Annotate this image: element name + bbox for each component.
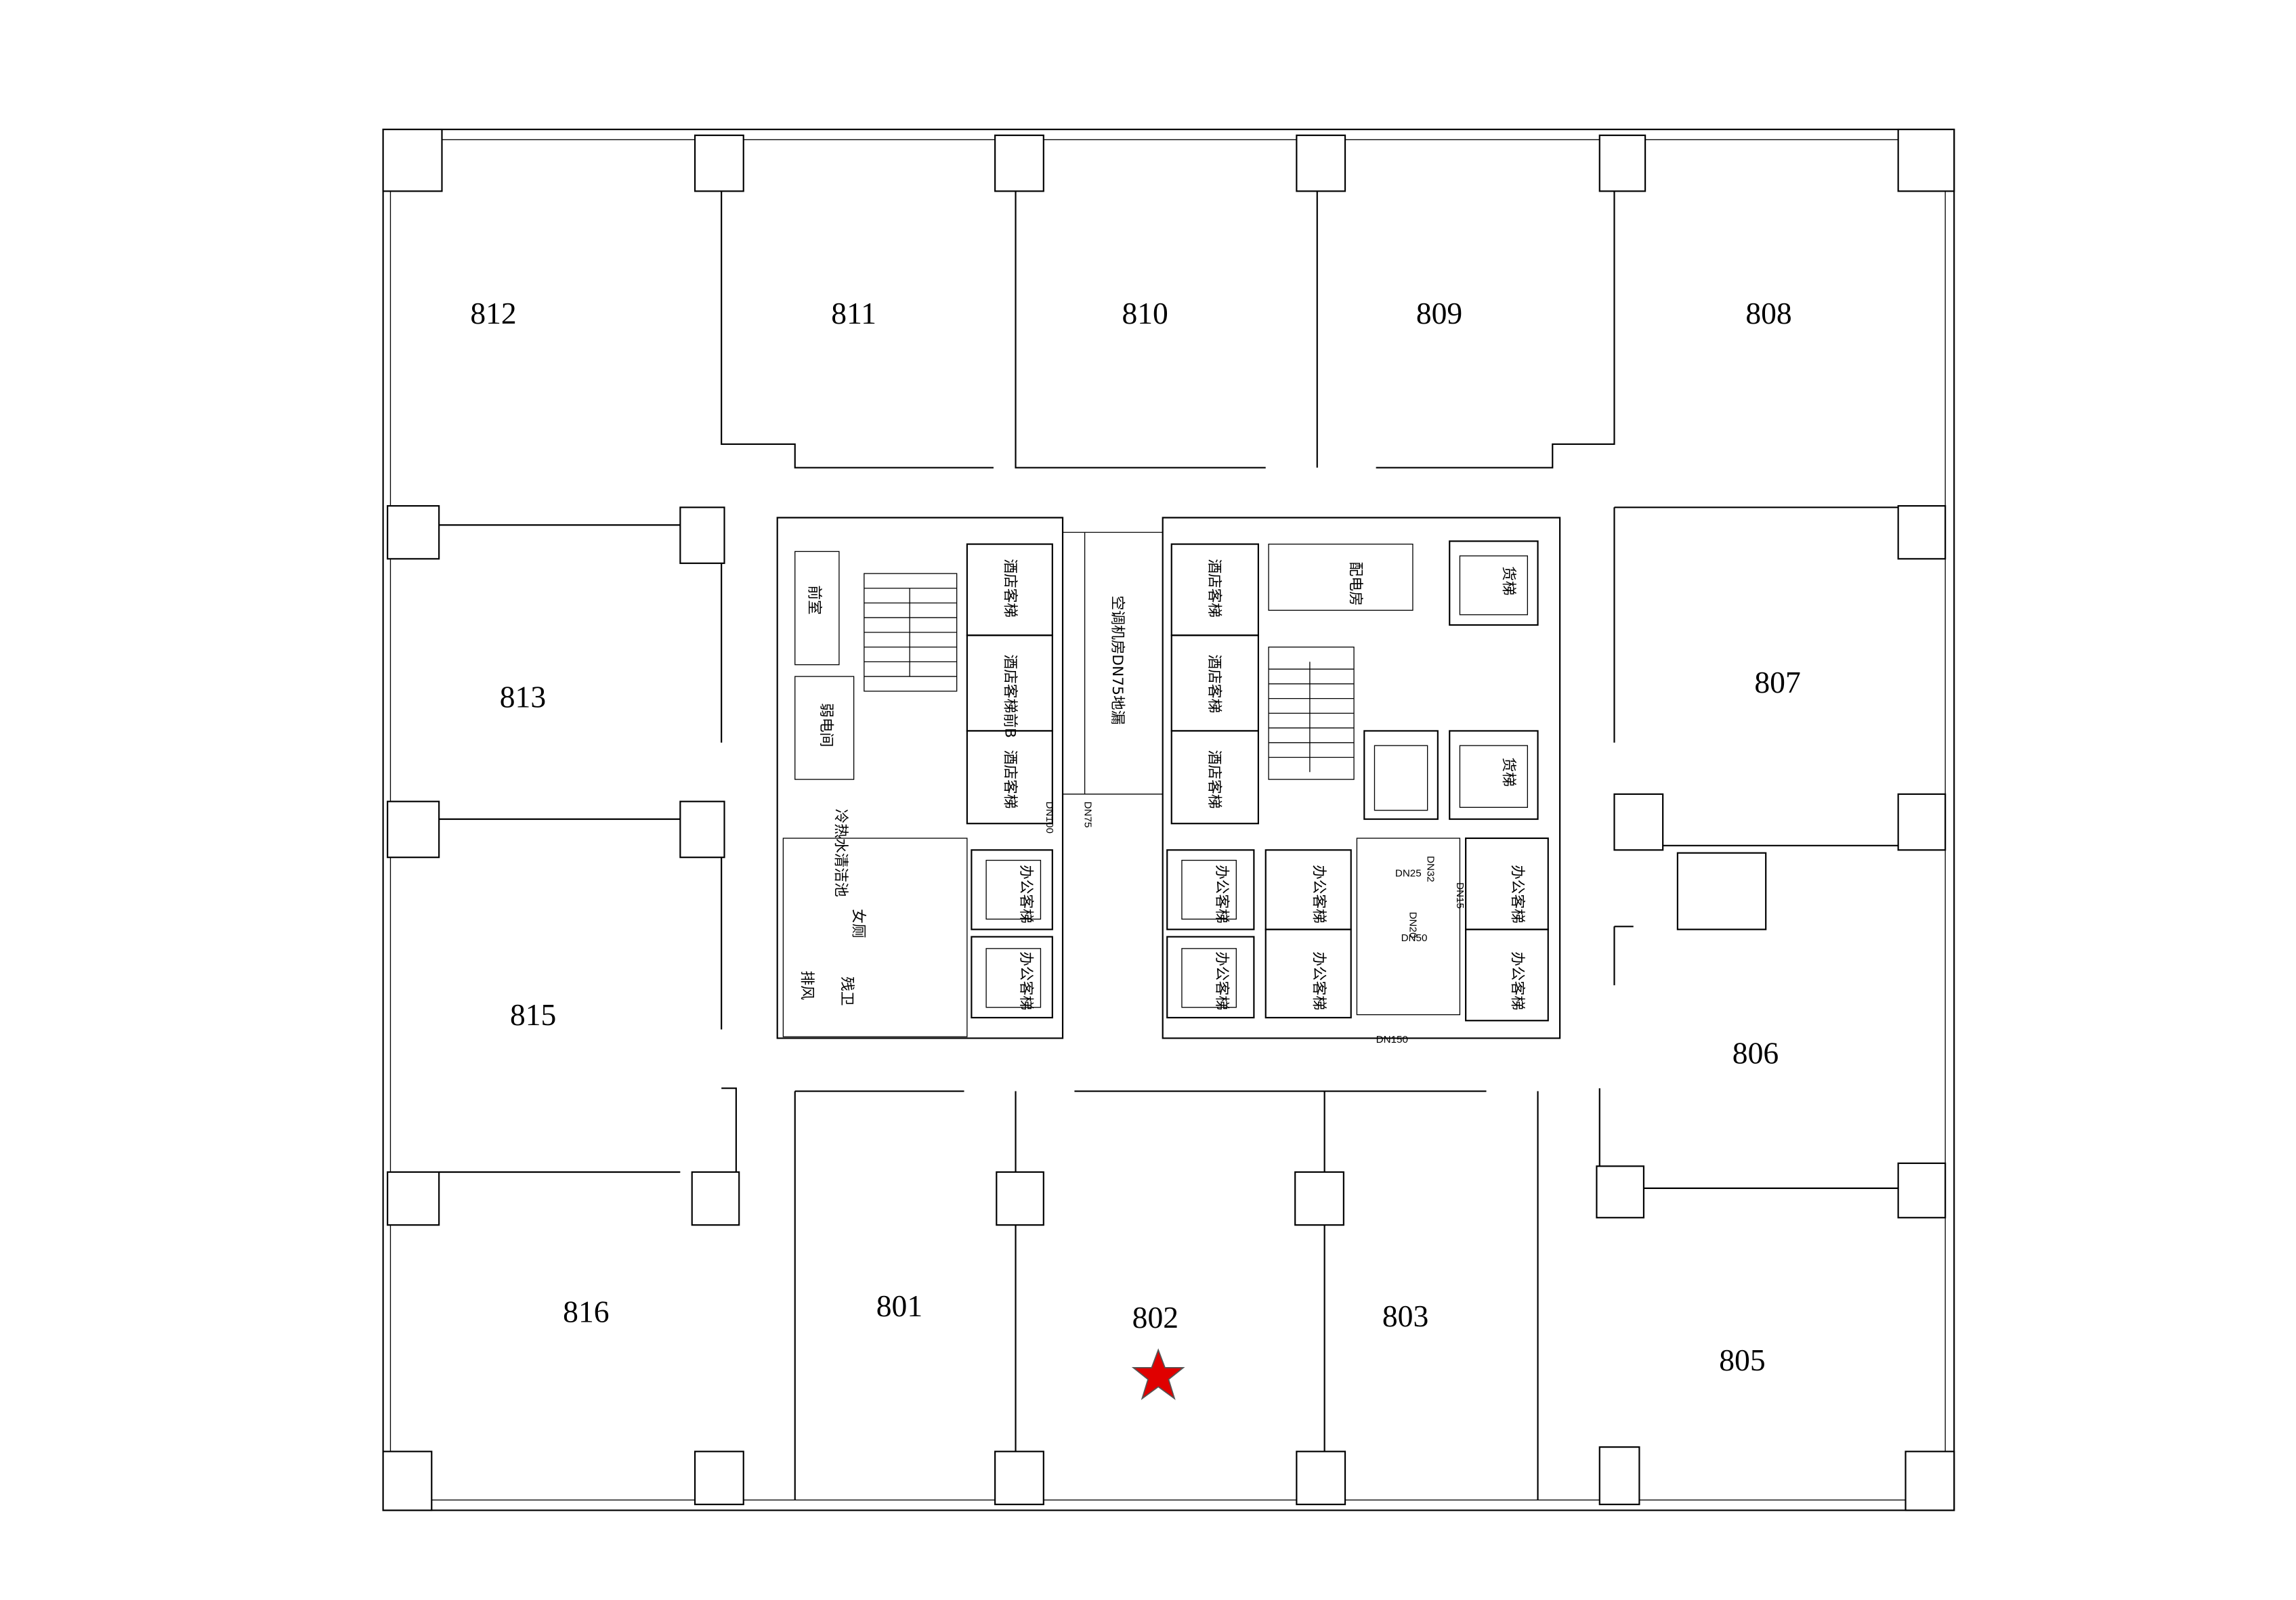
room-809: 809 — [1416, 296, 1462, 330]
label-weak-current: 弱电间 — [817, 703, 834, 747]
label-hotel-lift: 酒店客梯 — [1206, 750, 1223, 809]
label-office-lift: 办公客梯 — [1509, 951, 1526, 1010]
label-hotel-lift: 酒店客梯 — [1001, 750, 1018, 809]
label-office-lift: 办公客梯 — [1310, 865, 1327, 924]
label-office-lift: 办公客梯 — [1213, 865, 1230, 924]
pipe-label: DN75 — [1082, 802, 1094, 828]
pipe-labels: DN100 DN75 DN150 DN25 DN50 DN20 DN32 DN1… — [1044, 802, 1466, 1045]
label-office-lift: 办公客梯 — [1017, 865, 1034, 924]
label-office-lift: 办公客梯 — [1213, 951, 1230, 1010]
office-lifts — [971, 837, 1549, 1022]
label-freight-lift: 货梯 — [1500, 758, 1517, 787]
room-816: 816 — [563, 1295, 609, 1329]
pipe-label: DN32 — [1425, 856, 1437, 882]
outer-wall — [382, 129, 1955, 1511]
pipe-label: DN20 — [1407, 912, 1419, 938]
pipe-label: DN150 — [1376, 1034, 1408, 1045]
stairs — [864, 573, 1355, 780]
room-805: 805 — [1719, 1343, 1765, 1377]
room-807: 807 — [1754, 665, 1800, 699]
label-exhaust: 排风 — [799, 970, 815, 1000]
pipe-label: DN15 — [1454, 882, 1466, 909]
core-labels: 前室 弱电间 酒店客梯 酒店客梯前B 酒店客梯 酒店客梯 酒店客梯 酒店客梯 空… — [799, 559, 1526, 1010]
label-hotel-lift: 酒店客梯 — [1206, 654, 1223, 713]
room-803: 803 — [1382, 1299, 1428, 1333]
room-811: 811 — [831, 296, 876, 330]
room-801: 801 — [876, 1289, 922, 1323]
label-front-room: 前室 — [805, 585, 822, 614]
freight-lifts — [1363, 540, 1539, 820]
label-hotel-lift: 酒店客梯 — [1001, 559, 1018, 618]
room-labels: 812 811 810 809 808 813 807 815 806 816 … — [470, 296, 1800, 1377]
label-hotel-lift: 酒店客梯 — [1206, 559, 1223, 618]
pipe-label: DN50 — [1401, 932, 1428, 944]
label-office-lift: 办公客梯 — [1310, 951, 1327, 1010]
room-813: 813 — [500, 680, 546, 714]
structural-columns — [382, 129, 1955, 1511]
label-office-lift: 办公客梯 — [1017, 951, 1034, 1010]
pipe-label: DN100 — [1044, 802, 1055, 834]
label-office-lift: 办公客梯 — [1509, 865, 1526, 924]
room-812: 812 — [470, 296, 516, 330]
room-808: 808 — [1745, 296, 1791, 330]
room-806: 806 — [1732, 1035, 1779, 1070]
label-accessible-wc: 残卫 — [838, 976, 855, 1006]
room-815: 815 — [510, 997, 556, 1032]
room-810: 810 — [1122, 296, 1168, 330]
label-womens-wc: 女厕 — [850, 909, 867, 938]
label-power-room: 配电房 — [1347, 562, 1364, 606]
hotel-lifts — [966, 543, 1259, 825]
label-hotel-lift-b: 酒店客梯前B — [1001, 654, 1018, 737]
label-ac-room: 空调机房DN75地漏 — [1109, 596, 1126, 725]
core: 前室 弱电间 酒店客梯 酒店客梯前B 酒店客梯 酒店客梯 酒店客梯 酒店客梯 空… — [776, 517, 1561, 1045]
star-icon — [1131, 1348, 1185, 1400]
label-cleaning: 冷热水清洁池 — [832, 809, 849, 897]
label-freight-lift: 货梯 — [1500, 566, 1517, 595]
room-802: 802 — [1132, 1300, 1178, 1335]
pipe-label: DN25 — [1395, 867, 1422, 879]
